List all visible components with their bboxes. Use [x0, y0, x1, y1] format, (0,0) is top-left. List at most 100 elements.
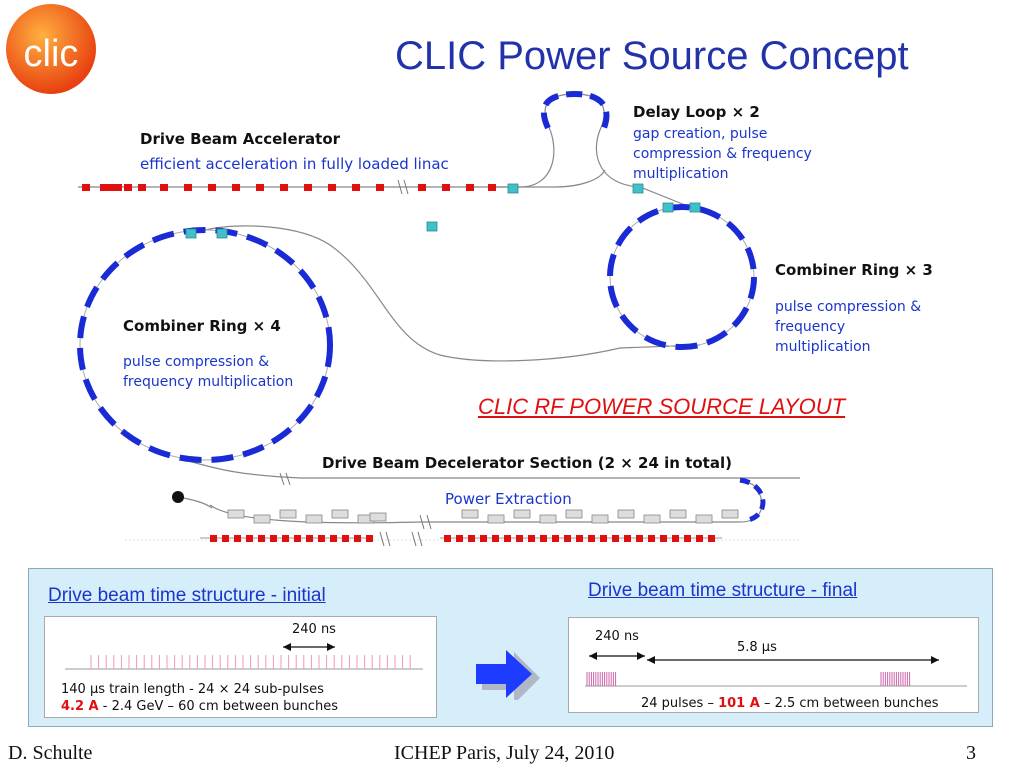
- quadrupole: [540, 535, 547, 542]
- combiner-ring-4-desc-line: pulse compression &: [123, 354, 270, 370]
- quadrupole: [660, 535, 667, 542]
- initial-structure-box: 240 ns 140 µs train length - 24 × 24 sub…: [44, 616, 437, 718]
- pets-structure: [461, 509, 479, 519]
- page-title: CLIC Power Source Concept: [395, 34, 909, 78]
- quadrupole: [516, 535, 523, 542]
- magnet: [304, 184, 312, 191]
- pets-structure: [331, 509, 349, 519]
- quadrupole: [330, 535, 337, 542]
- quadrupole: [492, 535, 499, 542]
- pets-structure: [617, 509, 635, 519]
- cavity: [216, 228, 228, 239]
- magnet: [442, 184, 450, 191]
- line-break-icon: [397, 179, 409, 195]
- cavity: [426, 221, 438, 232]
- quadrupole: [456, 535, 463, 542]
- footer-event: ICHEP Paris, July 24, 2010: [394, 742, 615, 764]
- quadrupole: [282, 535, 289, 542]
- magnet: [184, 184, 192, 191]
- cavity: [689, 202, 701, 213]
- quadrupole: [468, 535, 475, 542]
- magnet: [328, 184, 336, 191]
- magnet: [376, 184, 384, 191]
- turnaround-arc: [739, 477, 766, 523]
- cavity: [632, 183, 644, 194]
- layout-diagram: [77, 90, 800, 547]
- magnet: [232, 184, 240, 191]
- pets-structure: [279, 509, 297, 519]
- quadrupole: [444, 535, 451, 542]
- quadrupole: [294, 535, 301, 542]
- cavity: [507, 183, 519, 194]
- combiner-ring-4-desc-line: frequency multiplication: [123, 374, 294, 390]
- initial-beam-details: - 2.4 GeV – 60 cm between bunches: [98, 699, 338, 714]
- pets-structure: [487, 514, 505, 524]
- quadrupole: [552, 535, 559, 542]
- pets-structure: [539, 514, 557, 524]
- quadrupole: [234, 535, 241, 542]
- clic-logo: clic: [4, 2, 98, 96]
- quadrupole: [222, 535, 229, 542]
- combiner-ring-4-name: Combiner Ring: [123, 317, 248, 335]
- pets-structure: [669, 509, 687, 519]
- footer-page-number: 3: [966, 742, 976, 764]
- drive-beam-accelerator-label: Drive Beam Accelerator: [140, 130, 341, 148]
- magnet: [82, 184, 90, 191]
- quadrupole: [318, 535, 325, 542]
- initial-duration-label: 240 ns: [292, 622, 336, 637]
- combiner-ring-3-label: Combiner Ring × 3: [775, 261, 933, 279]
- magnet: [160, 184, 168, 191]
- combiner-ring-4-description: pulse compression & frequency multiplica…: [123, 352, 293, 392]
- quadrupole: [270, 535, 277, 542]
- beam-elements: [77, 90, 766, 547]
- combiner-ring-3-desc-line: pulse compression &: [775, 299, 922, 315]
- final-structure-title: Drive beam time structure - final: [588, 580, 858, 601]
- right-arrow-icon: [476, 650, 540, 700]
- quadrupole: [258, 535, 265, 542]
- magnet: [466, 184, 474, 191]
- quadrupole: [246, 535, 253, 542]
- magnet: [138, 184, 146, 191]
- quadrupole: [480, 535, 487, 542]
- final-pulse-train: [585, 652, 967, 687]
- initial-train-length: 140 µs train length - 24 × 24 sub-pulses: [61, 682, 324, 697]
- combiner-ring-3-multiplier: × 3: [904, 261, 933, 279]
- quadrupole: [648, 535, 655, 542]
- delay-loop-description: gap creation, pulse compression & freque…: [633, 124, 812, 184]
- magnet: [208, 184, 216, 191]
- drive-beam-accelerator-description: efficient acceleration in fully loaded l…: [140, 155, 449, 173]
- delay-loop-label: Delay Loop × 2: [633, 103, 760, 121]
- initial-beam-info: 4.2 A - 2.4 GeV – 60 cm between bunches: [61, 699, 338, 714]
- delay-loop-desc-line: gap creation, pulse: [633, 126, 768, 142]
- quadrupole: [564, 535, 571, 542]
- combiner-ring-3-desc-line: frequency: [775, 319, 846, 335]
- quadrupole: [210, 535, 217, 542]
- magnet: [488, 184, 496, 191]
- combiner-ring-3-desc-line: multiplication: [775, 339, 871, 355]
- quadrupole: [600, 535, 607, 542]
- combiner-ring-4: [77, 227, 333, 463]
- final-current: 101 A: [718, 696, 760, 711]
- quadrupole: [684, 535, 691, 542]
- magnet: [112, 184, 120, 191]
- quadrupole: [696, 535, 703, 542]
- delay-loop-arc: [540, 90, 610, 130]
- line-break-icon: [279, 472, 291, 486]
- initial-structure-title: Drive beam time structure - initial: [48, 585, 326, 606]
- decelerator-label: Drive Beam Decelerator Section (2 × 24 i…: [322, 454, 732, 472]
- combiner-ring-4-multiplier: × 4: [252, 317, 281, 335]
- pets-structure: [513, 509, 531, 519]
- final-pulse-count: 24 pulses –: [641, 696, 719, 711]
- final-structure-box: 240 ns 5.8 µs 24 pulses – 101 A – 2.5 cm…: [568, 617, 979, 713]
- delay-loop-name: Delay Loop: [633, 103, 727, 121]
- magnet: [124, 184, 132, 191]
- quadrupole: [708, 535, 715, 542]
- cavity: [662, 202, 674, 213]
- line-break-icon: [419, 514, 432, 530]
- pets-structure: [591, 514, 609, 524]
- delay-loop-desc-line: multiplication: [633, 166, 729, 182]
- quadrupole: [306, 535, 313, 542]
- magnet: [418, 184, 426, 191]
- line-break-icon: [411, 531, 423, 547]
- pets-structure: [305, 514, 323, 524]
